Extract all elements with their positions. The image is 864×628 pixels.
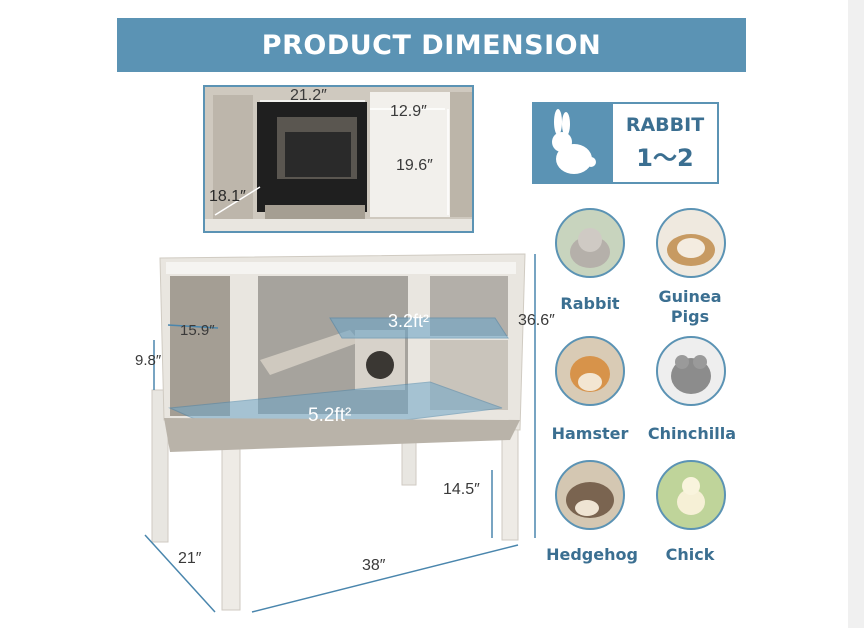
hedgehog-photo (555, 460, 625, 530)
interior-illustration (205, 87, 472, 231)
capacity-text: RABBIT 1～2 (613, 104, 717, 182)
page-title: PRODUCT DIMENSION (117, 18, 746, 72)
pet-label-hedgehog: Hedgehog (546, 545, 638, 564)
rabbit-silhouette-icon (534, 104, 613, 182)
hutch-illustration (144, 253, 536, 613)
depth-label: 21″ (178, 550, 202, 567)
capacity-box: RABBIT 1～2 (532, 102, 719, 184)
lower-tray-area-label: 5.2ft² (308, 405, 352, 426)
interior-depth-label: 18.1″ (209, 188, 246, 205)
chick-photo (656, 460, 726, 530)
width-label: 38″ (362, 557, 386, 574)
leg-height-label: 14.5″ (443, 481, 480, 498)
interior-door-width-label: 12.9″ (390, 103, 427, 120)
pet-label-hamster: Hamster (551, 424, 629, 443)
interior-door-height-label: 19.6″ (396, 157, 433, 174)
hamster-photo (555, 336, 625, 406)
chinchilla-photo (656, 336, 726, 406)
side-width-label: 15.9″ (180, 322, 215, 339)
side-height-label: 9.8″ (135, 352, 162, 369)
interior-photo (203, 85, 474, 233)
pet-label-chick: Chick (665, 545, 715, 564)
total-height-label: 36.6″ (518, 312, 555, 329)
pet-label-chinchilla: Chinchilla (647, 424, 737, 443)
rabbit-photo (555, 208, 625, 278)
capacity-count: 1～2 (636, 143, 694, 172)
capacity-animal: RABBIT (625, 113, 705, 136)
pet-label-guinea-pigs: Guinea Pigs (658, 287, 722, 326)
guinea-pig-photo (656, 208, 726, 278)
interior-width-label: 21.2″ (290, 87, 327, 104)
upper-shelf-area-label: 3.2ft² (388, 311, 430, 331)
pet-label-rabbit: Rabbit (560, 294, 620, 313)
scrollbar-track (848, 0, 864, 628)
